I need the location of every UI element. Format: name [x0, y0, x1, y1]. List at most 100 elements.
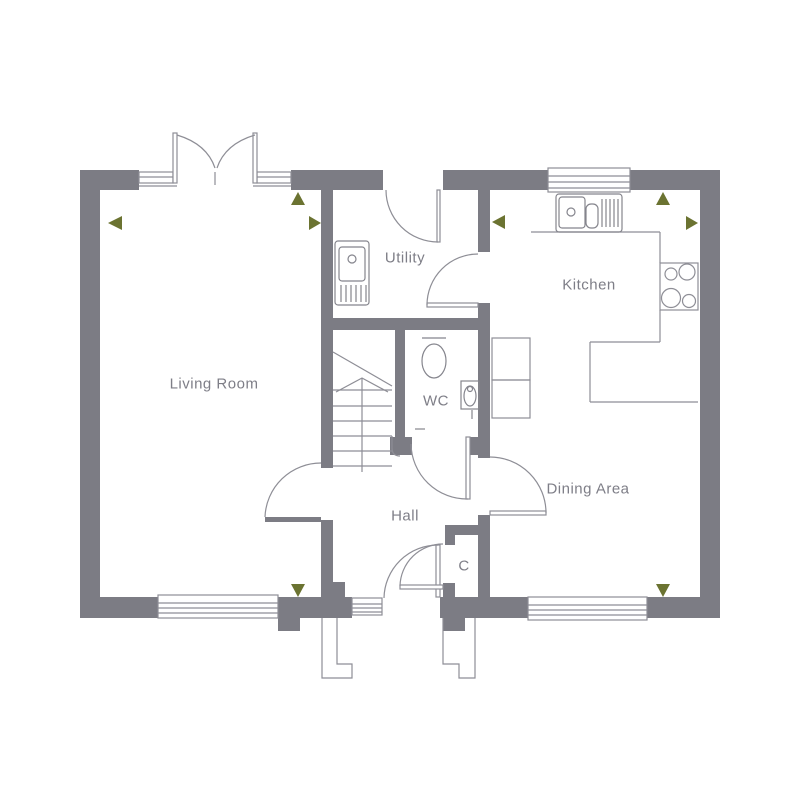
drainer-grooves [601, 199, 619, 227]
wall-living-lower [321, 520, 333, 597]
porch-outlines [321, 618, 476, 679]
wall-dining-lower [478, 515, 490, 597]
window-dining [527, 596, 648, 621]
sink-bowl [558, 196, 586, 229]
wall-bottom-a [80, 597, 158, 618]
marker-left-icon [492, 215, 505, 229]
window-glazing [352, 603, 382, 613]
room-label-utility: Utility [384, 249, 426, 267]
hob-ring [664, 267, 678, 281]
stair-break-line [332, 351, 393, 387]
window-kitchen [547, 167, 631, 193]
marker-right-icon [686, 216, 698, 230]
marker-down-icon [656, 584, 670, 597]
wall-top-b [291, 170, 383, 190]
room-label-hall: Hall [391, 507, 419, 525]
sinks [334, 193, 623, 306]
wall-left [80, 170, 100, 618]
basin-icon [460, 380, 480, 419]
wall-wc-left [395, 330, 405, 437]
windows [138, 167, 648, 621]
sink-half-bowl [585, 203, 599, 229]
hall-dining-door-leaf [489, 510, 547, 516]
utility-kitchen-door-arc [426, 253, 479, 306]
french-door-arc-left [176, 134, 216, 169]
utility-back-door-leaf [436, 189, 441, 243]
sink-bowl [338, 246, 366, 282]
kitchen-counter [491, 231, 699, 419]
marker-left-icon [108, 216, 122, 230]
french-door-arc-right [216, 134, 256, 169]
basin-bowl [463, 385, 477, 407]
wall-kitchen-upper [478, 190, 490, 252]
wall-cupboard-left [445, 525, 455, 545]
door-arcs [176, 134, 547, 599]
front-sidelight [351, 597, 383, 616]
wall-bottom-b [278, 597, 352, 618]
hob-ring [660, 287, 682, 309]
direction-markers [108, 192, 698, 597]
wall-utility-bottom [321, 318, 490, 330]
porch-outline-left [321, 618, 353, 679]
door-leaves [172, 132, 547, 598]
living-room-door-arc [264, 462, 322, 518]
sink-drain [566, 207, 576, 217]
french-door-leaf-left [172, 132, 178, 184]
inner-walls [265, 190, 490, 597]
outer-walls [80, 170, 720, 631]
window-frame [157, 594, 279, 619]
marker-up-icon [656, 192, 670, 205]
cupboard-door-leaf [399, 584, 444, 590]
basin-tap [466, 385, 474, 393]
window-glazing [528, 604, 647, 616]
wall-top-d [630, 170, 720, 190]
counter-edge [531, 231, 698, 403]
side-panel-left-lines [139, 176, 177, 187]
utility-kitchen-door-leaf [426, 302, 479, 308]
wall-wc-bottom-left [390, 437, 412, 455]
utility-back-door-arc [385, 189, 439, 243]
toilet-icon [421, 337, 447, 379]
window-glazing [548, 175, 630, 189]
appliance-unit-1 [491, 337, 531, 381]
hob-ring [681, 293, 697, 309]
hob-icon [659, 262, 699, 311]
wall-top-c [443, 170, 548, 190]
marker-right-icon [309, 216, 321, 230]
french-door-side-panels [138, 171, 292, 187]
side-panel-right-lines [253, 176, 291, 187]
wall-cupboard-bottom [443, 583, 455, 597]
wc-door-leaf [465, 436, 471, 500]
sink-drain [347, 254, 357, 264]
drainer-grooves [340, 285, 367, 302]
marker-down-icon [291, 584, 305, 597]
wall-living-step [333, 582, 345, 597]
cupboard-door-arc [399, 543, 444, 587]
window-glazing [158, 602, 278, 614]
utility-sink-icon [334, 240, 370, 306]
porch-wall-right [443, 618, 465, 631]
room-label-kitchen: Kitchen [562, 276, 616, 294]
room-label-living-room: Living Room [169, 375, 259, 393]
toilet-bowl [421, 343, 447, 379]
appliance-unit-2 [491, 379, 531, 419]
wall-cupboard-top [445, 525, 478, 535]
wall-right [700, 170, 720, 618]
kitchen-sink-icon [555, 193, 623, 233]
wc-door-arc [410, 443, 469, 500]
sink-outline [555, 193, 623, 233]
french-door-leaf-right [252, 132, 258, 184]
window-living-room [157, 594, 279, 619]
stairs-icon [332, 351, 401, 472]
hob-ring [678, 263, 696, 281]
basin-outline [460, 380, 480, 410]
room-label-wc: WC [423, 392, 449, 410]
stair-rail-curve [391, 436, 401, 457]
hob-panel [659, 262, 699, 311]
window-frame [351, 597, 383, 616]
porch-wall-left [278, 618, 300, 631]
living-room-door-leaf [265, 517, 321, 522]
wc-fixtures [415, 337, 480, 430]
